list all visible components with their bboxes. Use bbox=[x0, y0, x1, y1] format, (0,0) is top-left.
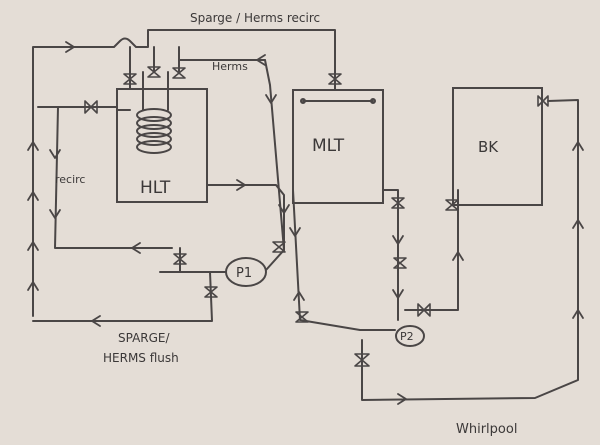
pump-p1: P1 bbox=[225, 257, 267, 287]
valve-mlt-out-1[interactable] bbox=[391, 197, 405, 209]
flow-arrow-icon bbox=[278, 204, 290, 214]
bk-label: BK bbox=[478, 138, 499, 156]
mlt-sparge-arm bbox=[300, 98, 376, 104]
flow-arrow-icon bbox=[131, 242, 141, 254]
flow-arrow-icon bbox=[392, 235, 404, 245]
flow-arrows bbox=[27, 41, 584, 405]
mlt-vessel: MLT bbox=[292, 89, 384, 204]
valve-p1-out[interactable] bbox=[204, 286, 218, 298]
sparge-flush-label-1: SPARGE/ bbox=[118, 331, 171, 345]
herms-coil-icon bbox=[136, 71, 172, 154]
flow-arrow-icon bbox=[27, 281, 39, 291]
valve-bk-top[interactable] bbox=[537, 95, 549, 107]
flow-arrow-icon bbox=[27, 191, 39, 201]
piping bbox=[32, 29, 579, 401]
valve-mlt-out-2[interactable] bbox=[393, 257, 407, 269]
hlt-label: HLT bbox=[140, 178, 171, 198]
flow-arrow-icon bbox=[572, 141, 584, 151]
flow-arrow-icon bbox=[265, 94, 277, 104]
flow-arrow-icon bbox=[27, 241, 39, 251]
flow-arrow-icon bbox=[289, 227, 301, 237]
valve-whirlpool[interactable] bbox=[354, 353, 370, 367]
hlt-vessel: HLT bbox=[116, 88, 208, 203]
valve-hlt-1[interactable] bbox=[123, 73, 137, 85]
valve-mlt-top[interactable] bbox=[328, 73, 342, 85]
valve-herms-down[interactable] bbox=[272, 241, 286, 253]
recirc-label: recirc bbox=[55, 173, 85, 186]
valve-mlt-sparge[interactable] bbox=[295, 311, 309, 323]
flow-arrow-icon bbox=[236, 179, 246, 191]
sparge-flush-label-2: HERMS flush bbox=[103, 351, 179, 365]
flow-arrow-icon bbox=[27, 141, 39, 151]
flow-arrow-icon bbox=[572, 219, 584, 229]
flow-arrow-icon bbox=[49, 209, 61, 219]
sparge-herms-recirc-label: Sparge / Herms recirc bbox=[190, 11, 320, 25]
valve-p1-return[interactable] bbox=[173, 253, 187, 265]
flow-arrow-icon bbox=[49, 149, 61, 159]
p2-label: P2 bbox=[400, 330, 414, 343]
valve-hlt-2[interactable] bbox=[147, 66, 161, 78]
valve-p2-out[interactable] bbox=[417, 303, 431, 317]
bk-vessel: BK bbox=[452, 87, 543, 206]
flow-arrow-icon bbox=[293, 291, 305, 301]
mlt-label: MLT bbox=[312, 136, 345, 156]
flow-arrow-icon bbox=[65, 41, 75, 53]
valve-bk-in[interactable] bbox=[445, 199, 459, 211]
flow-arrow-icon bbox=[256, 54, 266, 66]
flow-arrow-icon bbox=[572, 309, 584, 319]
valve-hlt-3[interactable] bbox=[172, 67, 186, 79]
flow-arrow-icon bbox=[397, 393, 407, 405]
valve-recirc[interactable] bbox=[84, 100, 98, 114]
herms-label: Herms bbox=[212, 60, 248, 73]
flow-arrow-icon bbox=[392, 289, 404, 299]
flow-arrow-icon bbox=[452, 251, 464, 261]
whirlpool-label: Whirlpool bbox=[456, 422, 517, 437]
valves bbox=[84, 66, 549, 367]
flow-arrow-icon bbox=[91, 315, 101, 327]
pump-p2: P2 bbox=[395, 325, 425, 347]
p1-label: P1 bbox=[236, 266, 252, 281]
